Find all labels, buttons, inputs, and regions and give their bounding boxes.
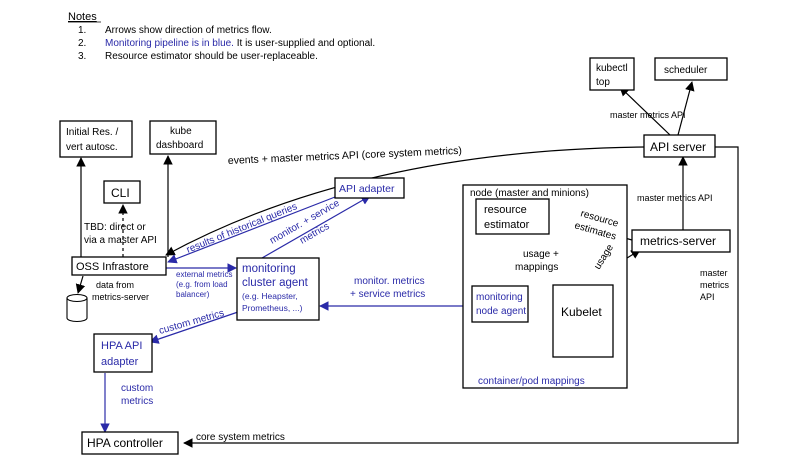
box-scheduler: scheduler <box>654 57 728 81</box>
cluster-agent-line-2: cluster agent <box>242 277 309 289</box>
cluster-agent-line-1: monitoring <box>242 263 296 275</box>
scheduler-label: scheduler <box>664 65 708 76</box>
label-data-from-1: data from <box>96 280 134 290</box>
hpa-api-adapter-line-2: adapter <box>101 356 139 368</box>
box-api-server: API server <box>643 134 716 158</box>
cluster-agent-line-3: (e.g. Heapster, <box>242 291 298 301</box>
box-kube-dashboard: kube dashboard <box>149 120 217 155</box>
notes-block: Notes 1. Arrows show direction of metric… <box>68 11 375 62</box>
arrow-cluster-agent-to-hpa-adapter <box>149 311 239 344</box>
note-2-blue-text: Monitoring pipeline is in blue. <box>105 38 234 49</box>
label-monitor-service-metrics-h-1: monitor. metrics <box>354 276 425 287</box>
kubelet-label: Kubelet <box>561 305 602 319</box>
label-data-from-2: metrics-server <box>92 292 149 302</box>
resource-estimator-line-2: estimator <box>484 219 530 231</box>
cli-label: CLI <box>111 186 130 200</box>
label-master-metrics-api-right-3: API <box>700 292 715 302</box>
box-hpa-controller: HPA controller <box>81 431 179 455</box>
api-adapter-label: API adapter <box>339 183 395 195</box>
box-resource-estimator: resource estimator <box>475 198 550 235</box>
kubectl-top-line-2: top <box>596 77 610 88</box>
api-server-label: API server <box>650 140 706 154</box>
label-master-metrics-api-right-2: metrics <box>700 280 729 290</box>
box-initial-res: Initial Res. / vert autosc. <box>59 120 133 158</box>
box-kubectl-top: kubectl top <box>589 57 635 91</box>
label-tbd-line-2: via a master API <box>84 235 157 246</box>
label-tbd-line-1: TBD: direct or <box>84 222 146 233</box>
note-2-number: 2. <box>78 38 86 49</box>
line-apiserver-right-side <box>183 146 739 448</box>
node-container-label: node (master and minions) <box>470 188 589 199</box>
note-3-text: Resource estimator should be user-replac… <box>105 51 318 62</box>
label-custom-metrics-v-1: custom <box>121 383 153 394</box>
kube-dashboard-line-2: dashboard <box>156 140 203 151</box>
box-monitoring-cluster-agent: monitoring cluster agent (e.g. Heapster,… <box>236 257 320 321</box>
arrow-apiserver-to-oss-infrastore <box>165 146 645 256</box>
node-agent-line-1: monitoring <box>476 292 523 303</box>
arrow-cluster-agent-to-api-adapter <box>261 195 371 259</box>
box-oss-infrastore: OSS Infrastore <box>71 256 167 276</box>
box-kubelet: Kubelet <box>552 284 614 358</box>
label-usage-mappings-2: mappings <box>515 262 558 273</box>
note-3-number: 3. <box>78 51 86 62</box>
box-metrics-server: metrics-server <box>631 229 731 253</box>
box-hpa-api-adapter: HPA API adapter <box>93 333 153 373</box>
label-external-metrics-1: external metrics <box>176 270 232 279</box>
box-cli: CLI <box>103 180 141 204</box>
arrow-oss-to-database <box>75 275 86 294</box>
label-master-metrics-api-top: master metrics API <box>610 110 686 120</box>
label-events-master-metrics: events + master metrics API (core system… <box>228 145 463 167</box>
initial-res-line-2: vert autosc. <box>66 142 118 153</box>
label-core-system-metrics: core system metrics <box>196 432 285 443</box>
database-icon <box>66 293 88 323</box>
label-master-metrics-api-mid: master metrics API <box>637 193 713 203</box>
box-monitoring-node-agent: monitoring node agent <box>471 285 529 323</box>
edge-labels: master metrics API events + master metri… <box>84 110 729 443</box>
label-external-metrics-3: balancer) <box>176 290 210 299</box>
resource-estimator-line-1: resource <box>484 204 527 216</box>
label-monitor-service-metrics-h-2: + service metrics <box>350 289 425 300</box>
node-agent-line-2: node agent <box>476 306 526 317</box>
metrics-server-label: metrics-server <box>640 234 716 248</box>
oss-infrastore-label: OSS Infrastore <box>76 261 149 273</box>
initial-res-line-1: Initial Res. / <box>66 127 118 138</box>
cluster-agent-line-4: Prometheus, ...) <box>242 303 303 313</box>
label-usage-mappings-1: usage + <box>523 249 559 260</box>
label-master-metrics-api-right-1: master <box>700 268 728 278</box>
kube-dashboard-line-1: kube <box>170 126 192 137</box>
notes-heading: Notes <box>68 11 97 23</box>
hpa-api-adapter-line-1: HPA API <box>101 340 142 352</box>
arrow-apiserver-to-scheduler <box>677 81 695 136</box>
arrow-apiserver-to-kubectl-top <box>619 86 671 136</box>
note-1-number: 1. <box>78 25 86 36</box>
arrow-api-adapter-to-oss <box>167 196 336 264</box>
note-1-text: Arrows show direction of metrics flow. <box>105 25 272 36</box>
note-2-rest-text: It is user-supplied and optional. <box>234 38 375 49</box>
note-2-text: Monitoring pipeline is in blue. It is us… <box>105 38 375 49</box>
kubectl-top-line-1: kubectl <box>596 63 628 74</box>
box-api-adapter: API adapter <box>334 177 405 199</box>
label-container-pod-mappings: container/pod mappings <box>478 376 585 387</box>
label-external-metrics-2: (e.g. from load <box>176 280 228 289</box>
label-custom-metrics-diag: custom metrics <box>158 308 226 337</box>
label-custom-metrics-v-2: metrics <box>121 396 153 407</box>
hpa-controller-label: HPA controller <box>87 436 163 450</box>
